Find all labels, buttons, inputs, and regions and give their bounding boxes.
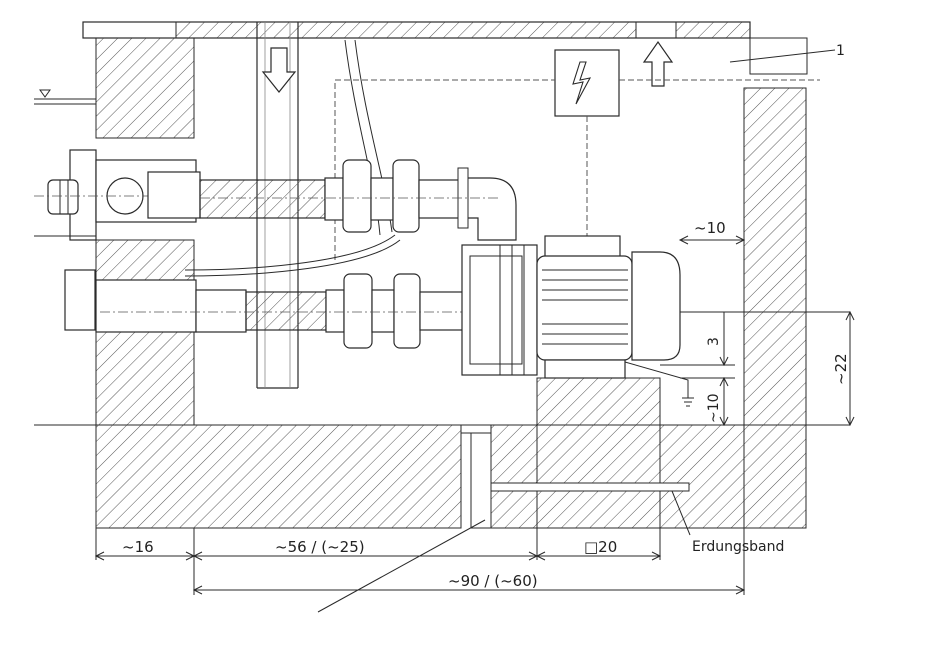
pump-base [536,377,661,529]
pump-housing [461,244,538,376]
dimension-label-10-top: ~10 [694,219,726,237]
dimension-label-3: 3 [706,337,722,346]
grounding-strap-bar [490,482,690,492]
suction-fitting [34,235,197,333]
electrical-box [554,49,620,117]
arrow-up-icon [642,40,674,87]
dimension-label-56: ~56 / (~25) [275,538,365,556]
grounding-strap-label: Erdungsband [692,539,784,555]
dimension-label-22: ~22 [832,353,850,385]
pressure-pipe [147,159,517,241]
leader-lines [317,49,836,613]
water-level-triangle-icon [34,89,96,105]
ground-symbol-icon [624,361,694,407]
lightning-icon [572,61,592,105]
dimension-lines [94,235,855,595]
dimension-label-10-side: ~10 [706,393,722,423]
dimension-label-16: ~16 [122,538,154,556]
reference-lines [34,311,850,595]
arrow-down-icon [261,47,297,93]
floor-slab [95,424,745,529]
dimension-label-90: ~90 / (~60) [448,572,538,590]
dimension-label-20: □20 [584,538,617,556]
pump-motor [536,235,681,379]
shaft-wall-right [743,87,807,529]
pool-wall [95,37,195,426]
reference-number-1: 1 [836,43,845,59]
cover-slab [82,21,808,75]
